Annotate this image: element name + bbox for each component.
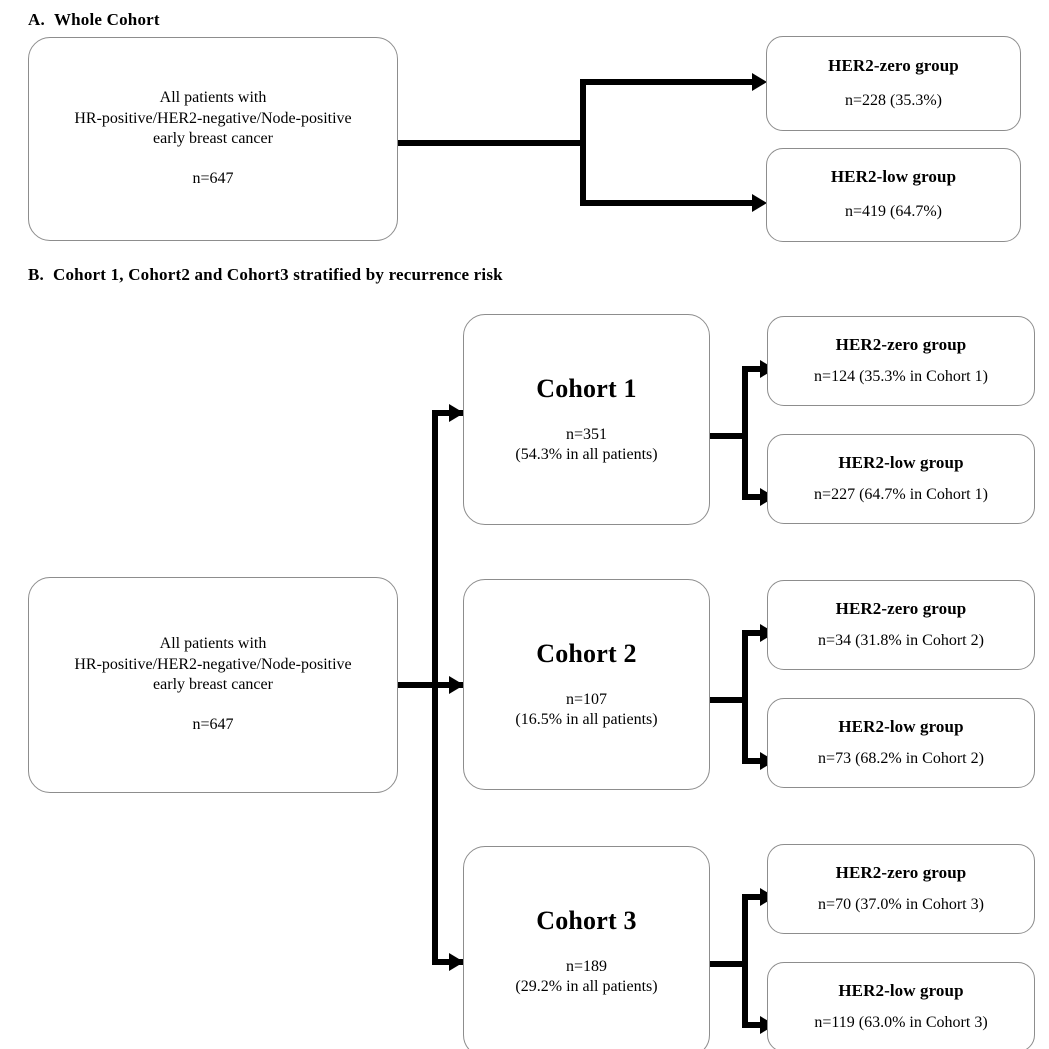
cohort-2-her2-low-count: n=73 (68.2% in Cohort 2) — [818, 749, 984, 767]
cohort-3-share: (29.2% in all patients) — [515, 978, 658, 996]
cohort-3-arm-upper — [742, 894, 766, 900]
cohort-2-arm-lower — [742, 758, 766, 764]
cohort-1-share: (54.3% in all patients) — [515, 446, 658, 464]
cohort-3-stats: n=189 (29.2% in all patients) — [515, 957, 657, 998]
panel-a-her2-zero-box: HER2-zero group n=228 (35.3%) — [766, 36, 1021, 131]
cohort-1-title: Cohort 1 — [536, 374, 637, 404]
panel-a-source-text: All patients with HR-positive/HER2-negat… — [74, 88, 351, 149]
panel-a-arm-lower — [580, 200, 758, 206]
cohort-3-her2-low-title: HER2-low group — [838, 980, 964, 1000]
panel-a-source-box: All patients with HR-positive/HER2-negat… — [28, 37, 398, 241]
panel-b-source-count: n=647 — [192, 716, 234, 734]
panel-a-source-line-1: All patients with — [159, 89, 267, 107]
cohort-2-fork-spine — [742, 630, 748, 764]
cohort-2-stats: n=107 (16.5% in all patients) — [515, 690, 657, 731]
panel-a-heading: A. Whole Cohort — [28, 11, 160, 28]
cohort-3-count: n=189 — [565, 957, 608, 975]
cohort-1-arm-upper — [742, 366, 766, 372]
panel-a-source-line-2: HR-positive/HER2-negative/Node-positive — [74, 109, 352, 127]
panel-b-source-box: All patients with HR-positive/HER2-negat… — [28, 577, 398, 793]
panel-a-arrowhead-lower — [752, 194, 767, 212]
cohort-2-share: (16.5% in all patients) — [515, 711, 658, 729]
cohort-1-fork-stem — [710, 433, 748, 439]
cohort-3-her2-low-box: HER2-low group n=119 (63.0% in Cohort 3) — [767, 962, 1035, 1049]
panel-a-fork-spine — [580, 79, 586, 206]
cohort-1-her2-zero-title: HER2-zero group — [835, 334, 967, 354]
cohort-3-fork-spine — [742, 894, 748, 1028]
cohort-1-arm-lower — [742, 494, 766, 500]
cohort-2-her2-zero-count: n=34 (31.8% in Cohort 2) — [818, 631, 984, 649]
cohort-1-her2-zero-box: HER2-zero group n=124 (35.3% in Cohort 1… — [767, 316, 1035, 406]
cohort-2-her2-zero-title: HER2-zero group — [835, 598, 967, 618]
panel-a-source-line-3: early breast cancer — [153, 130, 273, 147]
panel-b-arrowhead-cohort2 — [449, 676, 464, 694]
panel-b-source-text: All patients with HR-positive/HER2-negat… — [74, 634, 351, 695]
cohort-2-count: n=107 — [565, 690, 608, 708]
panel-b-label: B. — [28, 265, 44, 284]
panel-b-arrowhead-cohort3 — [449, 953, 464, 971]
cohort-1-stats: n=351 (54.3% in all patients) — [515, 425, 657, 466]
panel-a-arm-upper — [580, 79, 758, 85]
panel-a-her2-zero-title: HER2-zero group — [828, 55, 959, 75]
panel-a-her2-low-count: n=419 (64.7%) — [844, 203, 942, 221]
panel-b-arrowhead-cohort1 — [449, 404, 464, 422]
cohort-3-title: Cohort 3 — [536, 906, 637, 936]
cohort-3-her2-low-count: n=119 (63.0% in Cohort 3) — [814, 1013, 988, 1031]
cohort-2-arm-upper — [742, 630, 766, 636]
cohort-3-her2-zero-count: n=70 (37.0% in Cohort 3) — [818, 895, 984, 913]
cohort-3-fork-stem — [710, 961, 748, 967]
cohort-3-her2-zero-box: HER2-zero group n=70 (37.0% in Cohort 3) — [767, 844, 1035, 934]
cohort-2-fork-stem — [710, 697, 748, 703]
cohort-3-arm-lower — [742, 1022, 766, 1028]
cohort-1-her2-low-count: n=227 (64.7% in Cohort 1) — [814, 485, 988, 503]
panel-a-stem — [398, 140, 586, 146]
cohort-1-her2-zero-count: n=124 (35.3% in Cohort 1) — [814, 367, 988, 385]
cohort-2-her2-zero-box: HER2-zero group n=34 (31.8% in Cohort 2) — [767, 580, 1035, 670]
cohort-2-her2-low-title: HER2-low group — [838, 716, 964, 736]
cohort-2-title: Cohort 2 — [536, 639, 637, 669]
cohort-3-her2-zero-title: HER2-zero group — [835, 862, 967, 882]
panel-b-title: Cohort 1, Cohort2 and Cohort3 stratified… — [53, 265, 503, 284]
panel-a-her2-low-box: HER2-low group n=419 (64.7%) — [766, 148, 1021, 242]
panel-a-source-count: n=647 — [192, 170, 234, 188]
panel-b-source-line-2: HR-positive/HER2-negative/Node-positive — [74, 655, 352, 673]
cohort-1-box: Cohort 1 n=351 (54.3% in all patients) — [463, 314, 710, 525]
cohort-1-her2-low-title: HER2-low group — [838, 452, 964, 472]
cohort-2-box: Cohort 2 n=107 (16.5% in all patients) — [463, 579, 710, 790]
panel-a-title: Whole Cohort — [53, 10, 160, 29]
cohort-1-her2-low-box: HER2-low group n=227 (64.7% in Cohort 1) — [767, 434, 1035, 524]
cohort-1-fork-spine — [742, 366, 748, 500]
cohort-1-count: n=351 — [565, 425, 608, 443]
panel-a-her2-zero-count: n=228 (35.3%) — [844, 91, 942, 109]
panel-b-source-line-3: early breast cancer — [153, 676, 273, 693]
cohort-2-her2-low-box: HER2-low group n=73 (68.2% in Cohort 2) — [767, 698, 1035, 788]
cohort-3-box: Cohort 3 n=189 (29.2% in all patients) — [463, 846, 710, 1049]
panel-b-source-line-1: All patients with — [159, 635, 267, 653]
panel-a-arrowhead-upper — [752, 73, 767, 91]
panel-a-her2-low-title: HER2-low group — [830, 167, 957, 187]
panel-b-heading: B. Cohort 1, Cohort2 and Cohort3 stratifi… — [28, 266, 503, 283]
panel-a-label: A. — [28, 10, 45, 29]
